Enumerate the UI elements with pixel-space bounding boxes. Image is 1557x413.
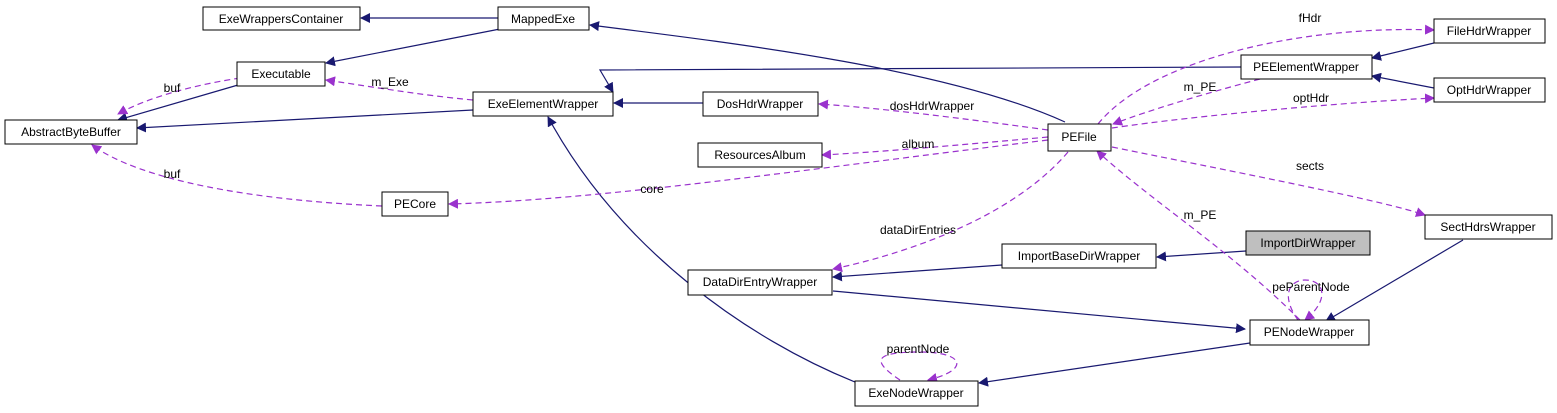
node-datadirentrywrapper[interactable]: DataDirEntryWrapper	[687, 269, 833, 296]
edge-exeelementwrapper-m-exe	[325, 76, 474, 101]
node-label: FileHdrWrapper	[1447, 24, 1531, 38]
edge-importdirwrapper-to-importbasedirwrapper	[1156, 250, 1247, 262]
edge-pefile-core	[448, 139, 1049, 209]
node-importdirwrapper[interactable]: ImportDirWrapper	[1245, 230, 1371, 256]
node-penodewrapper[interactable]: PENodeWrapper	[1249, 319, 1370, 346]
node-exeelementwrapper[interactable]: ExeElementWrapper	[472, 91, 614, 117]
label-m-pe-node: m_PE	[1184, 208, 1217, 222]
label-parentnode: parentNode	[887, 342, 950, 356]
edge-peelementwrapper-to-exeelementwrapper	[598, 66, 1242, 93]
node-label: SectHdrsWrapper	[1440, 220, 1535, 234]
node-label: ImportBaseDirWrapper	[1018, 249, 1140, 263]
edge-mappedexe-to-executable	[325, 28, 501, 67]
edge-exeelementwrapper-to-abstractbytebuffer	[136, 109, 474, 133]
label-m-pe-elem: m_PE	[1184, 80, 1217, 94]
edge-penodewrapper-m-pe	[1096, 150, 1301, 321]
edge-pefile-album	[821, 136, 1049, 160]
node-label: MappedExe	[511, 12, 575, 26]
node-label: PEElementWrapper	[1253, 60, 1359, 74]
edge-filehdrwrapper-to-peelementwrapper	[1371, 42, 1435, 61]
node-secthdrswrapper[interactable]: SectHdrsWrapper	[1424, 214, 1553, 240]
node-filehdrwrapper[interactable]: FileHdrWrapper	[1433, 18, 1546, 44]
node-label: Executable	[251, 67, 311, 81]
node-label: ExeNodeWrapper	[868, 386, 963, 400]
inheritance-edges	[117, 13, 1464, 387]
node-doshdrwrapper[interactable]: DosHdrWrapper	[702, 91, 819, 117]
node-importbasedirwrapper[interactable]: ImportBaseDirWrapper	[1001, 243, 1157, 269]
edge-penodewrapper-to-exenodewrapper	[978, 342, 1251, 387]
node-label: DataDirEntryWrapper	[703, 275, 817, 289]
node-pefile[interactable]: PEFile	[1047, 123, 1112, 152]
label-opthdr: optHdr	[1293, 91, 1329, 105]
edge-executable-to-abstractbytebuffer	[117, 84, 239, 123]
node-resourcesalbum[interactable]: ResourcesAlbum	[697, 142, 823, 168]
node-label: OptHdrWrapper	[1447, 83, 1531, 97]
node-exewrapperscontainer[interactable]: ExeWrappersContainer	[202, 6, 361, 31]
edge-pefile-fhdr	[1097, 24, 1435, 125]
node-peelementwrapper[interactable]: PEElementWrapper	[1240, 54, 1373, 80]
edge-importbasedirwrapper-to-datadirentrywrapper	[832, 264, 1003, 282]
label-doshdrwrapper: dosHdrWrapper	[890, 99, 974, 113]
node-label: ExeWrappersContainer	[219, 12, 344, 26]
node-opthdrwrapper[interactable]: OptHdrWrapper	[1433, 77, 1546, 103]
usage-edges	[91, 24, 1435, 383]
edge-pefile-doshdrwrapper	[818, 99, 1049, 131]
label-m-exe: m_Exe	[371, 75, 409, 89]
edge-secthdrswrapper-to-penodewrapper	[1325, 239, 1464, 322]
label-peparentnode: peParentNode	[1272, 280, 1350, 294]
label-album: album	[902, 137, 935, 151]
node-label: DosHdrWrapper	[717, 97, 803, 111]
edge-pefile-datadirentries	[832, 151, 1069, 273]
node-exenodewrapper[interactable]: ExeNodeWrapper	[854, 380, 979, 407]
edge-pefile-sects	[1111, 146, 1426, 217]
node-label: PEFile	[1061, 130, 1097, 144]
node-label: PENodeWrapper	[1264, 325, 1355, 339]
edge-labels: buf m_Exe buf core dosHdrWrapper album f…	[164, 11, 1350, 356]
label-fhdr: fHdr	[1299, 11, 1322, 25]
edge-pecore-buf	[91, 144, 383, 207]
label-buf-pecore: buf	[164, 167, 181, 181]
edge-pefile-opthdr	[1111, 93, 1435, 129]
label-datadirentries: dataDirEntries	[880, 223, 956, 237]
edge-executable-buf	[117, 77, 241, 115]
edge-pefile-to-mappedexe	[589, 21, 1066, 123]
node-label: ResourcesAlbum	[714, 148, 805, 162]
node-label: AbstractByteBuffer	[21, 125, 121, 139]
node-pecore[interactable]: PECore	[381, 191, 449, 217]
edge-exenodewrapper-parentnode	[880, 351, 958, 383]
edge-opthdrwrapper-to-peelementwrapper	[1371, 72, 1435, 89]
label-sects: sects	[1296, 159, 1324, 173]
node-mappedexe[interactable]: MappedExe	[497, 6, 590, 31]
edge-penodewrapper-peparentnode	[1287, 279, 1323, 321]
edge-peelementwrapper-m-pe	[1112, 78, 1261, 126]
node-label: PECore	[394, 197, 436, 211]
label-buf-executable: buf	[164, 81, 181, 95]
node-label: ImportDirWrapper	[1260, 236, 1355, 250]
node-abstractbytebuffer[interactable]: AbstractByteBuffer	[4, 119, 138, 145]
edge-datadirentrywrapper-to-penodewrapper	[832, 290, 1246, 334]
label-core: core	[640, 182, 664, 196]
node-executable[interactable]: Executable	[236, 61, 326, 87]
node-label: ExeElementWrapper	[488, 97, 599, 111]
